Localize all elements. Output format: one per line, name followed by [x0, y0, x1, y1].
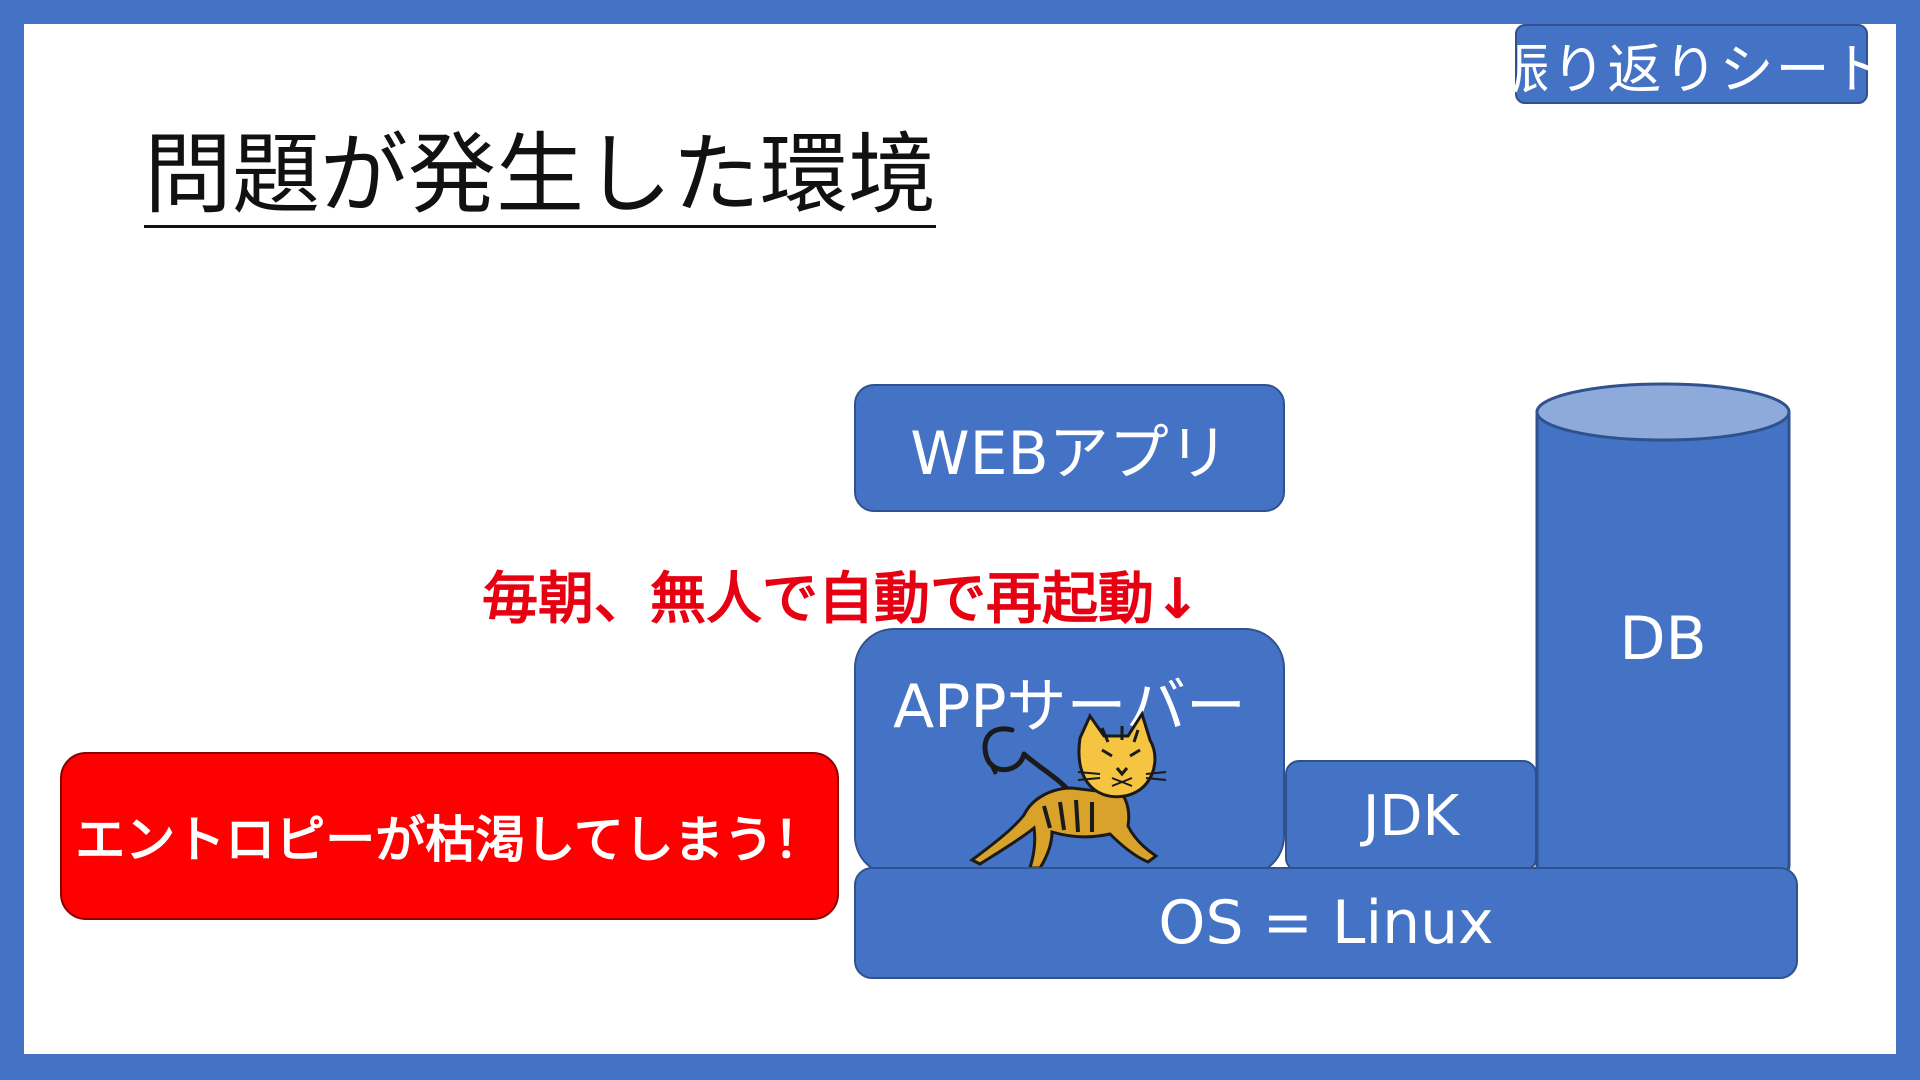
sheet-label: 振り返りシート — [1515, 24, 1868, 104]
page-title: 問題が発生した環境 — [144, 124, 936, 228]
jdk-box: JDK — [1285, 760, 1537, 872]
restart-note: 毎朝、無人で自動で再起動↓ — [482, 554, 1201, 635]
web-app-box: WEBアプリ — [854, 384, 1285, 512]
os-box: OS = Linux — [854, 867, 1798, 979]
entropy-alert: エントロピーが枯渇してしまう！ — [60, 752, 839, 920]
tomcat-cat-icon — [952, 710, 1192, 880]
db-label: DB — [1535, 604, 1791, 674]
slide: 振り返りシート 問題が発生した環境 WEBアプリ 毎朝、無人で自動で再起動↓ A… — [24, 24, 1896, 1054]
